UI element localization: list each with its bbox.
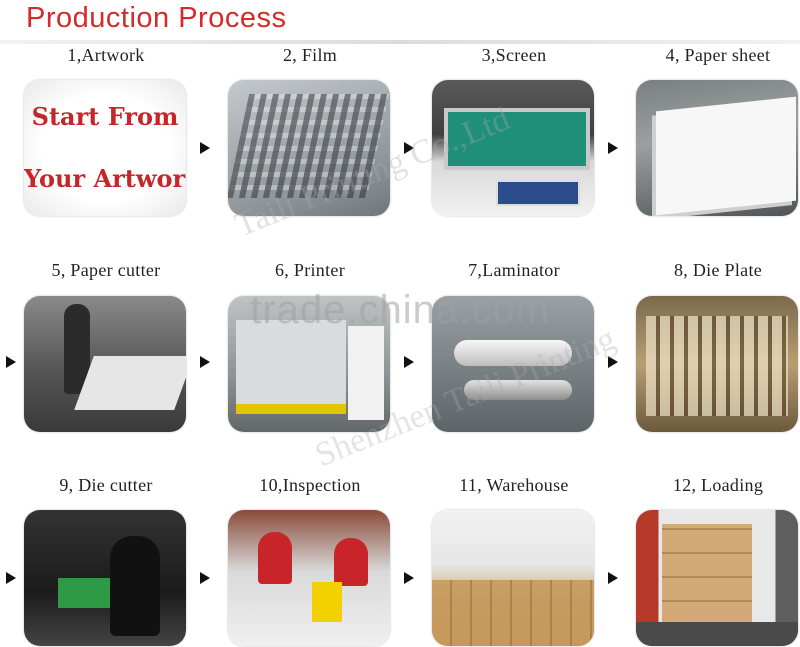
laminator-roll — [454, 340, 572, 366]
truck-base — [636, 622, 798, 646]
process-arrow-icon — [608, 142, 620, 154]
carton-stacks — [432, 580, 594, 646]
step-label-warehouse: 11, Warehouse — [459, 475, 569, 495]
step-label-die-plate: 8, Die Plate — [673, 260, 763, 280]
step-image-die-cutter — [24, 510, 186, 646]
step-image-artwork: Start From Your Artwork — [24, 80, 186, 216]
step-image-inspection — [228, 510, 390, 646]
step-label-paper-sheet: 4, Paper sheet — [665, 45, 771, 65]
cutter-bench — [74, 356, 186, 410]
step-image-paper-cutter — [24, 296, 186, 432]
paper-stack — [656, 96, 796, 216]
cartons-in-container — [662, 524, 752, 624]
laminator-roll — [464, 380, 572, 400]
artwork-text-line2: Your Artwork — [24, 164, 186, 193]
process-arrow-icon — [200, 356, 212, 368]
step-image-printer — [228, 296, 390, 432]
step-label-inspection: 10,Inspection — [259, 475, 361, 495]
process-arrow-icon — [6, 572, 18, 584]
step-image-loading — [636, 510, 798, 646]
film-sheet — [228, 94, 390, 198]
process-arrow-icon — [6, 356, 18, 368]
process-arrow-icon — [608, 356, 620, 368]
step-image-die-plate — [636, 296, 798, 432]
step-label-paper-cutter: 5, Paper cutter — [51, 260, 161, 280]
inspector — [258, 532, 292, 584]
product-box — [312, 582, 342, 622]
process-arrow-icon — [404, 572, 416, 584]
paper-feed — [348, 326, 384, 420]
page-title: Production Process — [26, 2, 287, 34]
die-plate-shelf — [646, 316, 788, 416]
step-image-screen — [432, 80, 594, 216]
step-label-printer: 6, Printer — [275, 260, 345, 280]
process-arrow-icon — [200, 142, 212, 154]
printing-press — [236, 320, 346, 414]
artwork-text-line1: Start From — [31, 102, 179, 131]
step-image-film — [228, 80, 390, 216]
screen-frame — [444, 108, 590, 170]
process-arrow-icon — [200, 572, 212, 584]
inspector — [334, 538, 368, 586]
step-label-loading: 12, Loading — [672, 475, 764, 495]
process-arrow-icon — [404, 142, 416, 154]
process-arrow-icon — [608, 572, 620, 584]
step-label-laminator: 7,Laminator — [468, 260, 560, 280]
step-label-screen: 3,Screen — [481, 45, 547, 65]
step-image-laminator — [432, 296, 594, 432]
process-arrow-icon — [404, 356, 416, 368]
step-image-warehouse — [432, 510, 594, 646]
header-band — [0, 0, 800, 44]
control-panel — [496, 180, 580, 206]
step-label-film: 2, Film — [282, 45, 338, 65]
step-label-artwork: 1,Artwork — [67, 45, 145, 65]
step-label-die-cutter: 9, Die cutter — [59, 475, 153, 495]
step-image-paper-sheet — [636, 80, 798, 216]
worker — [110, 536, 160, 636]
title-divider — [0, 40, 800, 44]
